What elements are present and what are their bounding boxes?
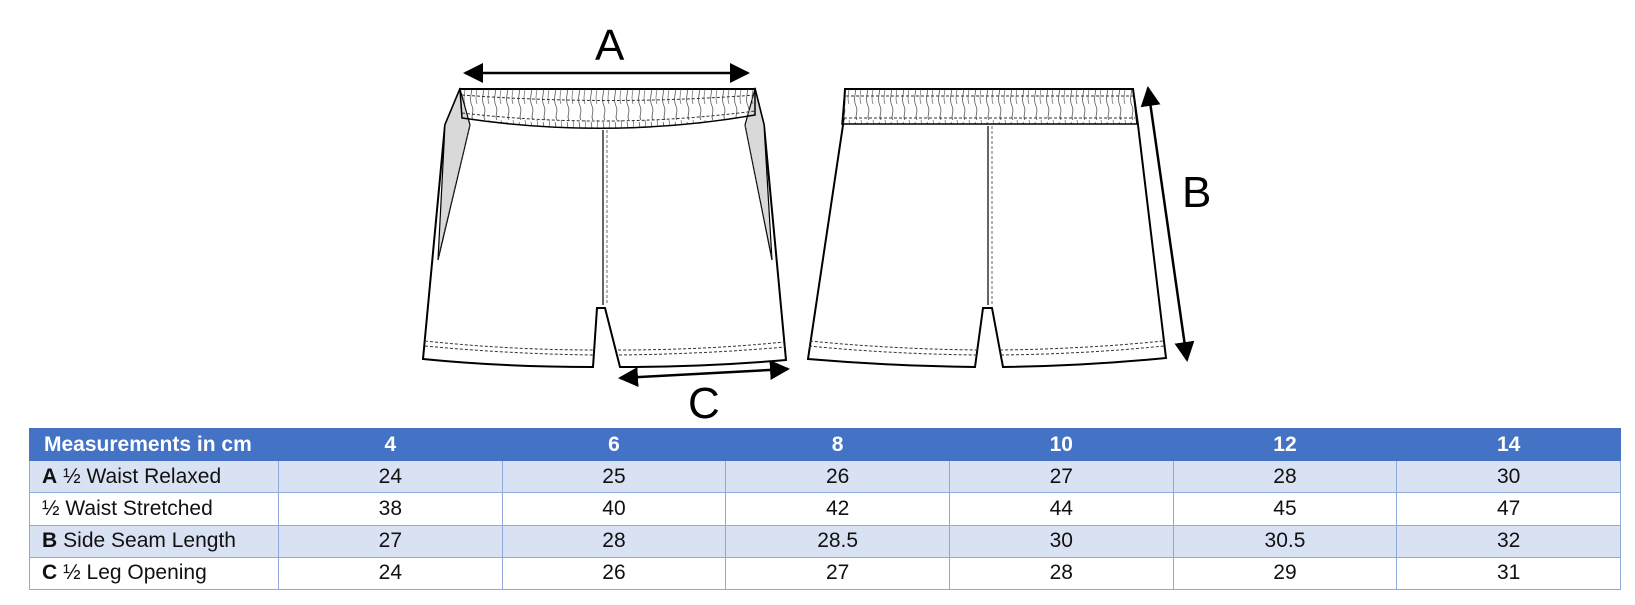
- table-cell: 28: [501, 524, 727, 558]
- shorts-back-view: [806, 88, 1168, 369]
- header-size: 14: [1396, 428, 1621, 461]
- front-left-hem: [424, 340, 596, 351]
- table-cell: 30: [948, 524, 1174, 558]
- header-size: 6: [501, 428, 727, 461]
- front-pocket-left: [437, 124, 471, 259]
- table-cell: 47: [1396, 492, 1621, 526]
- table-cell: 38: [278, 492, 503, 526]
- table-cell: 27: [948, 459, 1174, 494]
- back-waistband: [841, 88, 1138, 125]
- row-label-text: ½ Leg Opening: [63, 561, 207, 585]
- table-cell: 26: [501, 556, 727, 591]
- header-measurements: Measurements in cm: [29, 428, 279, 461]
- shorts-diagram: A B C: [421, 21, 1211, 428]
- table-cell: 27: [278, 524, 503, 558]
- row-label-text: ½ Waist Stretched: [42, 496, 213, 520]
- row-tag: B: [42, 529, 58, 553]
- table-cell: 29: [1172, 556, 1398, 591]
- table-cell: 24: [278, 459, 503, 494]
- table-cell: 28: [1172, 459, 1398, 494]
- table-cell: 28.5: [725, 524, 950, 558]
- dimension-label-c: C: [688, 379, 720, 428]
- header-size: 4: [278, 428, 503, 461]
- header-size: 8: [725, 428, 950, 461]
- table-cell: 44: [948, 492, 1174, 526]
- table-cell: 42: [725, 492, 950, 526]
- row-label: ½ Waist Stretched: [29, 492, 279, 526]
- header-size: 10: [948, 428, 1174, 461]
- table-cell: 26: [725, 459, 950, 494]
- dimension-label-b: B: [1182, 168, 1211, 217]
- row-label-text: ½ Waist Relaxed: [63, 464, 222, 488]
- table-cell: 30.5: [1172, 524, 1398, 558]
- table-cell: 40: [501, 492, 727, 526]
- front-pocket-right: [744, 124, 773, 259]
- dimension-label-a: A: [595, 21, 625, 70]
- table-header-row: Measurements in cm 4 6 8 10 12 14: [29, 428, 1621, 461]
- header-size: 12: [1172, 428, 1398, 461]
- dimension-arrow-b: [1140, 86, 1195, 362]
- row-label-text: Side Seam Length: [63, 529, 236, 553]
- front-right-hem: [617, 341, 785, 351]
- table-cell: 27: [725, 556, 950, 591]
- row-tag: A: [42, 464, 58, 488]
- table-cell: 45: [1172, 492, 1398, 526]
- table-cell: 30: [1396, 459, 1621, 494]
- table-row: ½ Waist Stretched 38 40 42 44 45 47: [29, 492, 1621, 526]
- back-shorts-outline: [806, 88, 1168, 369]
- table-cell: 25: [501, 459, 727, 494]
- table-cell: 24: [278, 556, 503, 591]
- table-cell: 28: [948, 556, 1174, 591]
- dimension-arrow-c: [618, 359, 790, 388]
- row-tag: C: [42, 561, 58, 585]
- front-shorts-outline: [421, 88, 788, 369]
- shorts-front-view: [421, 86, 788, 369]
- table-cell: 32: [1396, 524, 1621, 558]
- back-left-hem: [809, 340, 979, 351]
- table-cell: 31: [1396, 556, 1621, 591]
